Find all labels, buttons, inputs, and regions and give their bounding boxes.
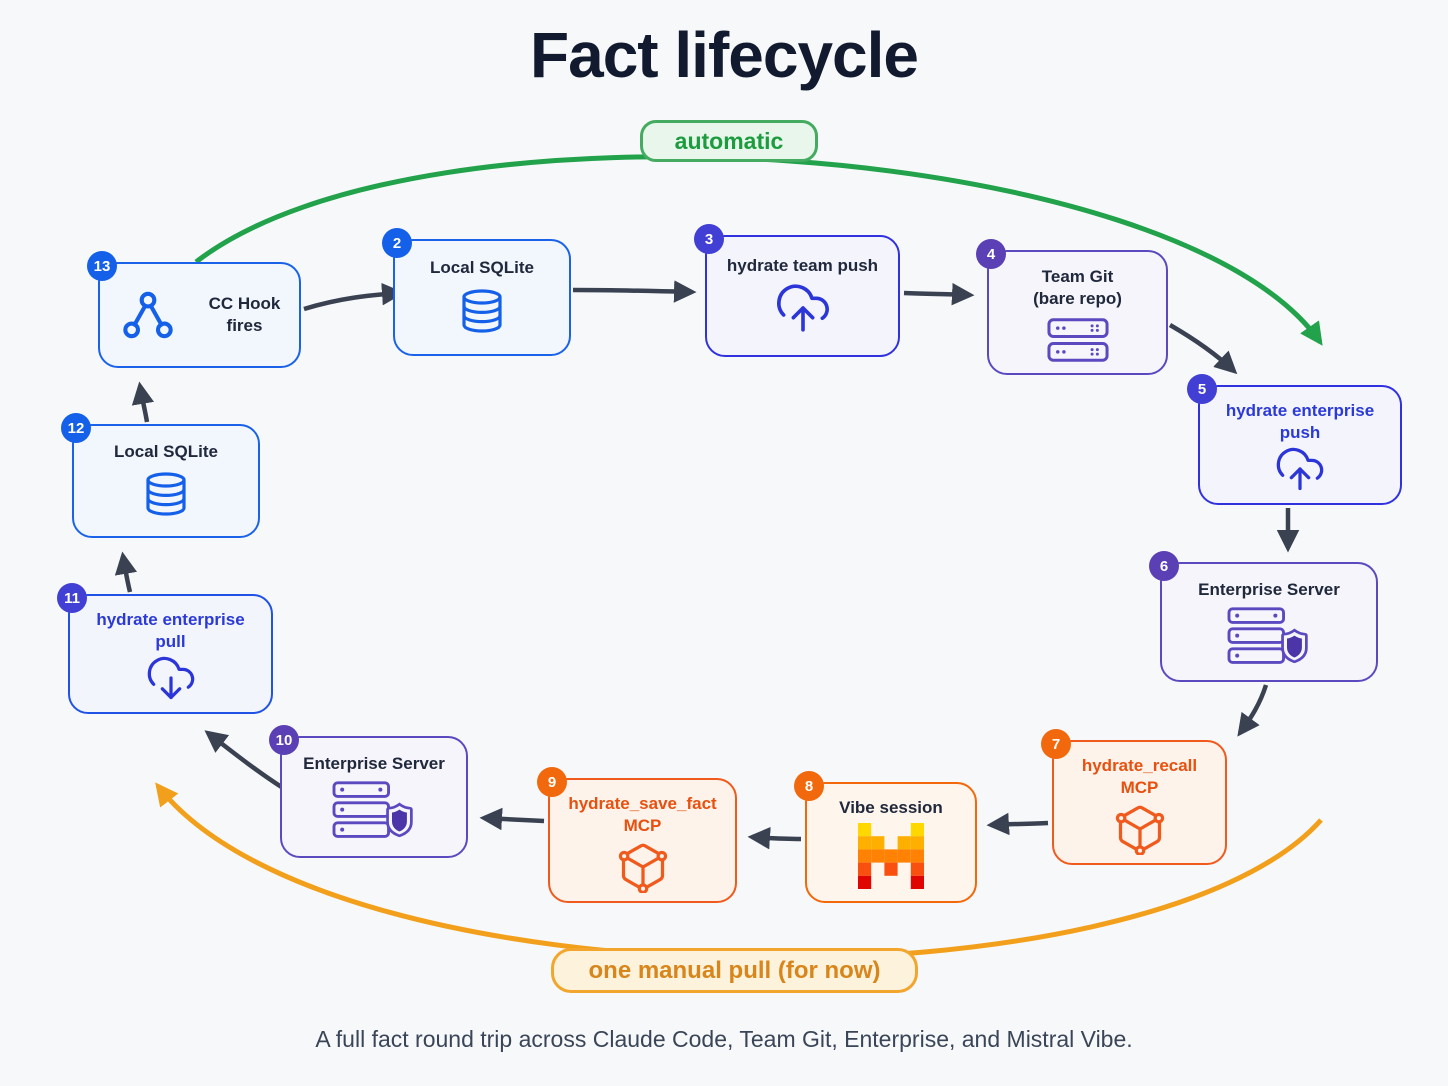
node-label: hydrate enterprise bbox=[1225, 401, 1375, 420]
cloud-upload-icon bbox=[765, 279, 841, 337]
step-badge-3: 3 bbox=[694, 224, 724, 254]
step-badge-9: 9 bbox=[537, 767, 567, 797]
node-team-git: 4 Team Git (bare repo) bbox=[976, 239, 1168, 375]
mcp-cube-icon bbox=[617, 841, 669, 893]
automatic-flow-label: automatic bbox=[674, 127, 784, 154]
node-label: hydrate_recall bbox=[1081, 756, 1198, 775]
node-enterprise-server-left: 10 Enterprise Server bbox=[269, 725, 468, 858]
automatic-flow-badge: automatic bbox=[640, 120, 818, 162]
arrow-6-7 bbox=[1237, 684, 1269, 737]
step-badge-8: 8 bbox=[794, 771, 824, 801]
node-hydrate-enterprise-push: 5 hydrate enterprise push bbox=[1187, 374, 1402, 505]
step-badge-2: 2 bbox=[382, 228, 412, 258]
cloud-download-icon bbox=[138, 652, 204, 704]
manual-pull-flow-label: one manual pull (for now) bbox=[588, 956, 881, 984]
node-hydrate-team-push: 3 hydrate team push bbox=[694, 224, 900, 357]
node-label: Enterprise Server bbox=[303, 754, 445, 773]
node-hydrate-enterprise-pull: 11 hydrate enterprise pull bbox=[57, 583, 273, 714]
mcp-cube-icon bbox=[1114, 803, 1166, 855]
arrow-13-2 bbox=[303, 282, 405, 312]
node-enterprise-server-right: 6 Enterprise Server bbox=[1149, 551, 1378, 682]
node-label: Local SQLite bbox=[114, 442, 218, 461]
step-badge-13: 13 bbox=[87, 251, 117, 281]
step-badge-5: 5 bbox=[1187, 374, 1217, 404]
node-label: Local SQLite bbox=[430, 258, 534, 277]
node-hydrate-save-fact-mcp: 9 hydrate_save_fact MCP bbox=[537, 767, 737, 903]
git-fork-icon bbox=[122, 291, 174, 339]
page-title: Fact lifecycle bbox=[530, 19, 919, 91]
arrow-3-4 bbox=[903, 282, 975, 306]
step-badge-6: 6 bbox=[1149, 551, 1179, 581]
server-icon bbox=[1046, 318, 1109, 362]
step-badge-7: 7 bbox=[1041, 729, 1071, 759]
node-label-line2: MCP bbox=[623, 816, 662, 836]
step-badge-4: 4 bbox=[976, 239, 1006, 269]
node-label: Vibe session bbox=[839, 798, 943, 817]
arrow-11-12 bbox=[114, 551, 138, 593]
step-badge-11: 11 bbox=[57, 583, 87, 613]
arrow-9-10 bbox=[479, 807, 545, 831]
node-label: hydrate enterprise bbox=[96, 610, 245, 629]
arrow-2-3 bbox=[572, 280, 697, 303]
arrow-10-11 bbox=[204, 730, 285, 790]
node-label-line2: push bbox=[1279, 423, 1321, 443]
node-label-line2: pull bbox=[155, 632, 186, 652]
node-label: hydrate team push bbox=[726, 256, 879, 275]
node-label: Team Git bbox=[1041, 267, 1114, 286]
step-badge-10: 10 bbox=[269, 725, 299, 755]
node-label: Enterprise Server bbox=[1198, 580, 1340, 599]
cloud-upload-icon bbox=[1267, 443, 1333, 495]
arrow-7-8 bbox=[986, 812, 1049, 836]
database-icon bbox=[458, 285, 506, 337]
node-vibe-session: 8 Vibe session bbox=[794, 771, 977, 903]
node-label-line2: (bare repo) bbox=[1033, 289, 1122, 309]
mistral-logo bbox=[858, 823, 924, 890]
node-label-line2: MCP bbox=[1120, 778, 1159, 798]
node-label: CC Hook fires bbox=[208, 293, 281, 335]
server-shield-icon bbox=[1226, 607, 1312, 667]
server-shield-icon bbox=[331, 781, 417, 841]
arrow-8-9 bbox=[747, 826, 802, 850]
diagram-caption: A full fact round trip across Claude Cod… bbox=[315, 1026, 1133, 1052]
node-local-sqlite-bottom: 12 Local SQLite bbox=[61, 413, 260, 538]
node-local-sqlite-top: 2 Local SQLite bbox=[382, 228, 571, 356]
node-cc-hook-fires: 13 CC Hook fires bbox=[87, 251, 301, 368]
manual-pull-flow-badge: one manual pull (for now) bbox=[551, 948, 918, 993]
step-badge-12: 12 bbox=[61, 413, 91, 443]
arrow-4-5 bbox=[1168, 323, 1238, 375]
database-icon bbox=[142, 468, 190, 520]
node-label: hydrate_save_fact bbox=[568, 794, 717, 813]
arrow-12-13 bbox=[131, 381, 155, 423]
node-hydrate-recall-mcp: 7 hydrate_recall MCP bbox=[1041, 729, 1227, 865]
